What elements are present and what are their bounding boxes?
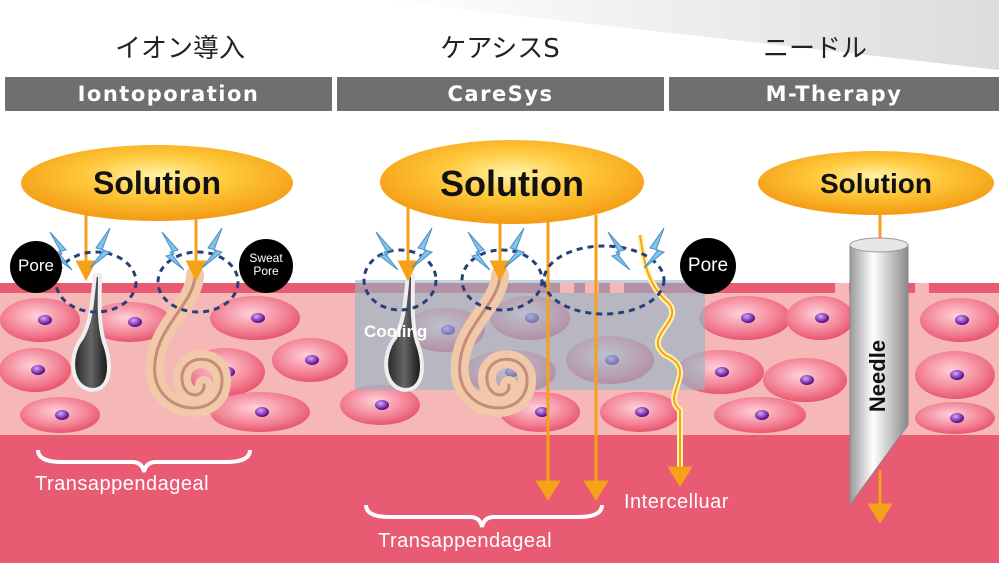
solution-oval-3 (758, 151, 994, 215)
solution-label-2: Solution (440, 163, 584, 204)
solution-label-3: Solution (820, 168, 932, 199)
pore-circle-1 (10, 241, 62, 293)
pore-label-1: Pore (18, 256, 54, 275)
sweat-gland-1 (145, 266, 231, 417)
route-label-transappendageal-2: Transappendageal (378, 530, 553, 552)
solution-oval-1 (21, 145, 293, 221)
needle-shape (849, 237, 909, 507)
route-label-transappendageal-1: Transappendageal (35, 473, 210, 495)
sweat-pore-label: Sweat Pore (249, 251, 283, 278)
hair-follicle-2 (384, 273, 424, 393)
column-jp-title-1: イオン導入 (114, 34, 245, 64)
column-header-iontoporation: Iontoporation (5, 77, 332, 111)
solution-label-1: Solution (93, 165, 221, 201)
column-header-caresys: CareSys (337, 77, 664, 111)
cooling-label: Cooling (364, 322, 428, 341)
column-jp-title-3: ニードル (762, 34, 867, 64)
sweat-pore-circle (239, 239, 293, 293)
brace-middle (364, 504, 604, 528)
column-header-m-therapy: M-Therapy (669, 77, 999, 111)
needle-label: Needle (865, 339, 890, 413)
cell-nuclei (31, 313, 969, 423)
column-jp-title-2: ケアシスS (440, 34, 560, 64)
brace-left (36, 449, 252, 473)
hair-follicle-1 (71, 273, 111, 393)
pore-circle-2 (680, 238, 736, 294)
sweat-gland-2 (450, 266, 536, 417)
pore-label-2: Pore (687, 255, 729, 276)
lightning-icons (49, 227, 666, 271)
route-label-intercellular: Intercelluar (624, 491, 729, 513)
solution-oval-2 (380, 140, 644, 224)
